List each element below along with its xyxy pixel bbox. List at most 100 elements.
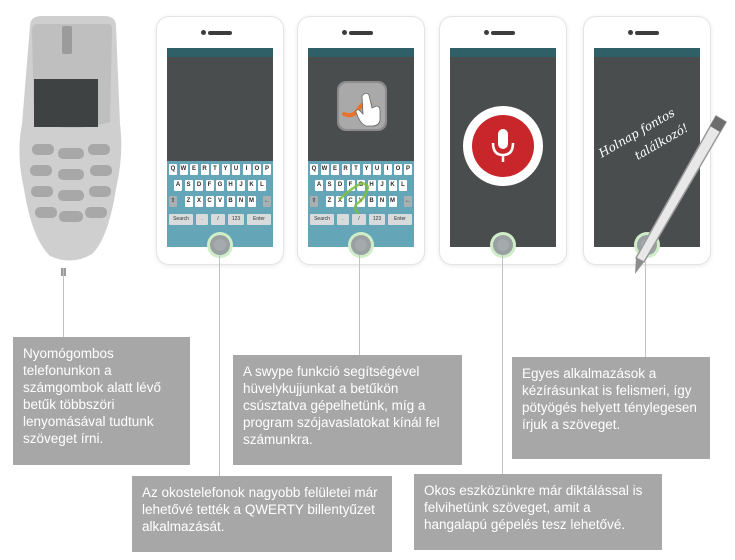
key[interactable]: G	[357, 180, 365, 191]
shift-key[interactable]: ⇧	[169, 196, 177, 207]
key[interactable]: F	[346, 180, 355, 191]
swype-trace	[338, 182, 370, 215]
key[interactable]: K	[247, 180, 256, 191]
key[interactable]: J	[378, 180, 386, 191]
key[interactable]: N	[378, 196, 386, 207]
key[interactable]: T	[211, 164, 219, 175]
key[interactable]: V	[216, 196, 224, 207]
phone-voice	[440, 17, 566, 264]
dot-key[interactable]: .	[196, 214, 208, 225]
phone-qwerty: Q W E R T Y U I O P A S D F G H J K L	[157, 17, 283, 264]
screen: Q W E R T Y U I O P A S D F G H J K L	[308, 48, 414, 247]
key[interactable]: Z	[184, 196, 193, 207]
key[interactable]: S	[325, 180, 334, 191]
key[interactable]: M	[247, 196, 256, 207]
key[interactable]: M	[388, 196, 397, 207]
key[interactable]: I	[242, 164, 251, 175]
key[interactable]: Q	[169, 164, 177, 175]
key[interactable]: N	[237, 196, 245, 207]
swype-app-icon	[337, 81, 387, 131]
enter-key[interactable]: Enter	[247, 214, 271, 225]
backspace-key[interactable]: ←	[263, 196, 271, 207]
camera-icon	[484, 30, 489, 35]
key[interactable]: W	[320, 164, 329, 175]
key[interactable]: Y	[362, 164, 371, 175]
key-row-1: Q W E R T Y U I O P	[308, 164, 414, 177]
search-key[interactable]: Search	[169, 214, 193, 225]
search-key[interactable]: Search	[310, 214, 334, 225]
swype-keyboard: Q W E R T Y U I O P A S D F G H J K L	[308, 161, 414, 247]
key[interactable]: X	[336, 196, 344, 207]
slash-key[interactable]: /	[352, 214, 366, 225]
key[interactable]: Z	[325, 196, 334, 207]
camera-icon	[628, 30, 633, 35]
key[interactable]: P	[263, 164, 271, 175]
qwerty-keyboard: Q W E R T Y U I O P A S D F G H J K L	[167, 161, 273, 247]
speaker-grille	[491, 31, 515, 35]
key-row-4: Search . / 123 Enter	[167, 214, 273, 227]
key[interactable]: A	[315, 180, 323, 191]
screen	[450, 48, 556, 247]
key[interactable]: W	[179, 164, 188, 175]
stylus-pen-icon	[634, 114, 728, 274]
enter-key[interactable]: Enter	[388, 214, 412, 225]
key[interactable]: U	[373, 164, 381, 175]
caption-swype: A swype funkció segítségével hüvelykujju…	[233, 355, 462, 465]
home-button[interactable]	[351, 235, 371, 255]
key[interactable]: J	[237, 180, 245, 191]
key[interactable]: S	[184, 180, 193, 191]
caption-voice: Okos eszközünkre már diktálással is felv…	[414, 474, 662, 550]
caption-qwerty: Az okostelefonok nagyobb felületei már l…	[132, 476, 392, 552]
key-row-1: Q W E R T Y U I O P	[167, 164, 273, 177]
key[interactable]: H	[367, 180, 376, 191]
key[interactable]: E	[190, 164, 198, 175]
key[interactable]: B	[367, 196, 376, 207]
key[interactable]: Y	[221, 164, 230, 175]
backspace-key[interactable]: ←	[404, 196, 412, 207]
key[interactable]: B	[226, 196, 235, 207]
key[interactable]: E	[331, 164, 339, 175]
key[interactable]: D	[336, 180, 344, 191]
key[interactable]: U	[232, 164, 240, 175]
status-bar	[308, 48, 414, 57]
key[interactable]: R	[341, 164, 350, 175]
caption-keypad: Nyomógombos telefonunkon a számgombok al…	[13, 337, 190, 465]
key[interactable]: D	[195, 180, 203, 191]
key[interactable]: R	[200, 164, 209, 175]
key[interactable]: A	[174, 180, 182, 191]
key[interactable]: C	[346, 196, 355, 207]
speaker-grille	[208, 31, 232, 35]
connector-line	[63, 268, 64, 338]
key[interactable]: O	[394, 164, 402, 175]
key-row-4: Search . / 123 Enter	[308, 214, 414, 227]
key[interactable]: I	[383, 164, 392, 175]
key[interactable]: O	[253, 164, 261, 175]
camera-icon	[201, 30, 206, 35]
home-button[interactable]	[210, 235, 230, 255]
key-row-3: ⇧ Z X C V B N M ←	[167, 196, 273, 209]
key[interactable]: L	[399, 180, 407, 191]
keypad-phone	[19, 16, 122, 261]
key[interactable]: H	[226, 180, 235, 191]
speaker-grille	[349, 31, 373, 35]
key[interactable]: T	[352, 164, 360, 175]
key[interactable]: K	[388, 180, 397, 191]
slash-key[interactable]: /	[211, 214, 225, 225]
key[interactable]: F	[205, 180, 214, 191]
key[interactable]: X	[195, 196, 203, 207]
key[interactable]: Q	[310, 164, 318, 175]
key[interactable]: L	[258, 180, 266, 191]
camera-icon	[342, 30, 347, 35]
microphone-icon[interactable]	[462, 105, 544, 187]
dot-key[interactable]: .	[337, 214, 349, 225]
shift-key[interactable]: ⇧	[310, 196, 318, 207]
key[interactable]: G	[216, 180, 224, 191]
key-row-2: A S D F G H J K L	[308, 180, 414, 193]
numbers-key[interactable]: 123	[228, 214, 244, 225]
key[interactable]: C	[205, 196, 214, 207]
home-button[interactable]	[493, 235, 513, 255]
numbers-key[interactable]: 123	[369, 214, 385, 225]
key[interactable]: P	[404, 164, 412, 175]
speaker-grille	[635, 31, 659, 35]
status-bar	[594, 48, 700, 57]
